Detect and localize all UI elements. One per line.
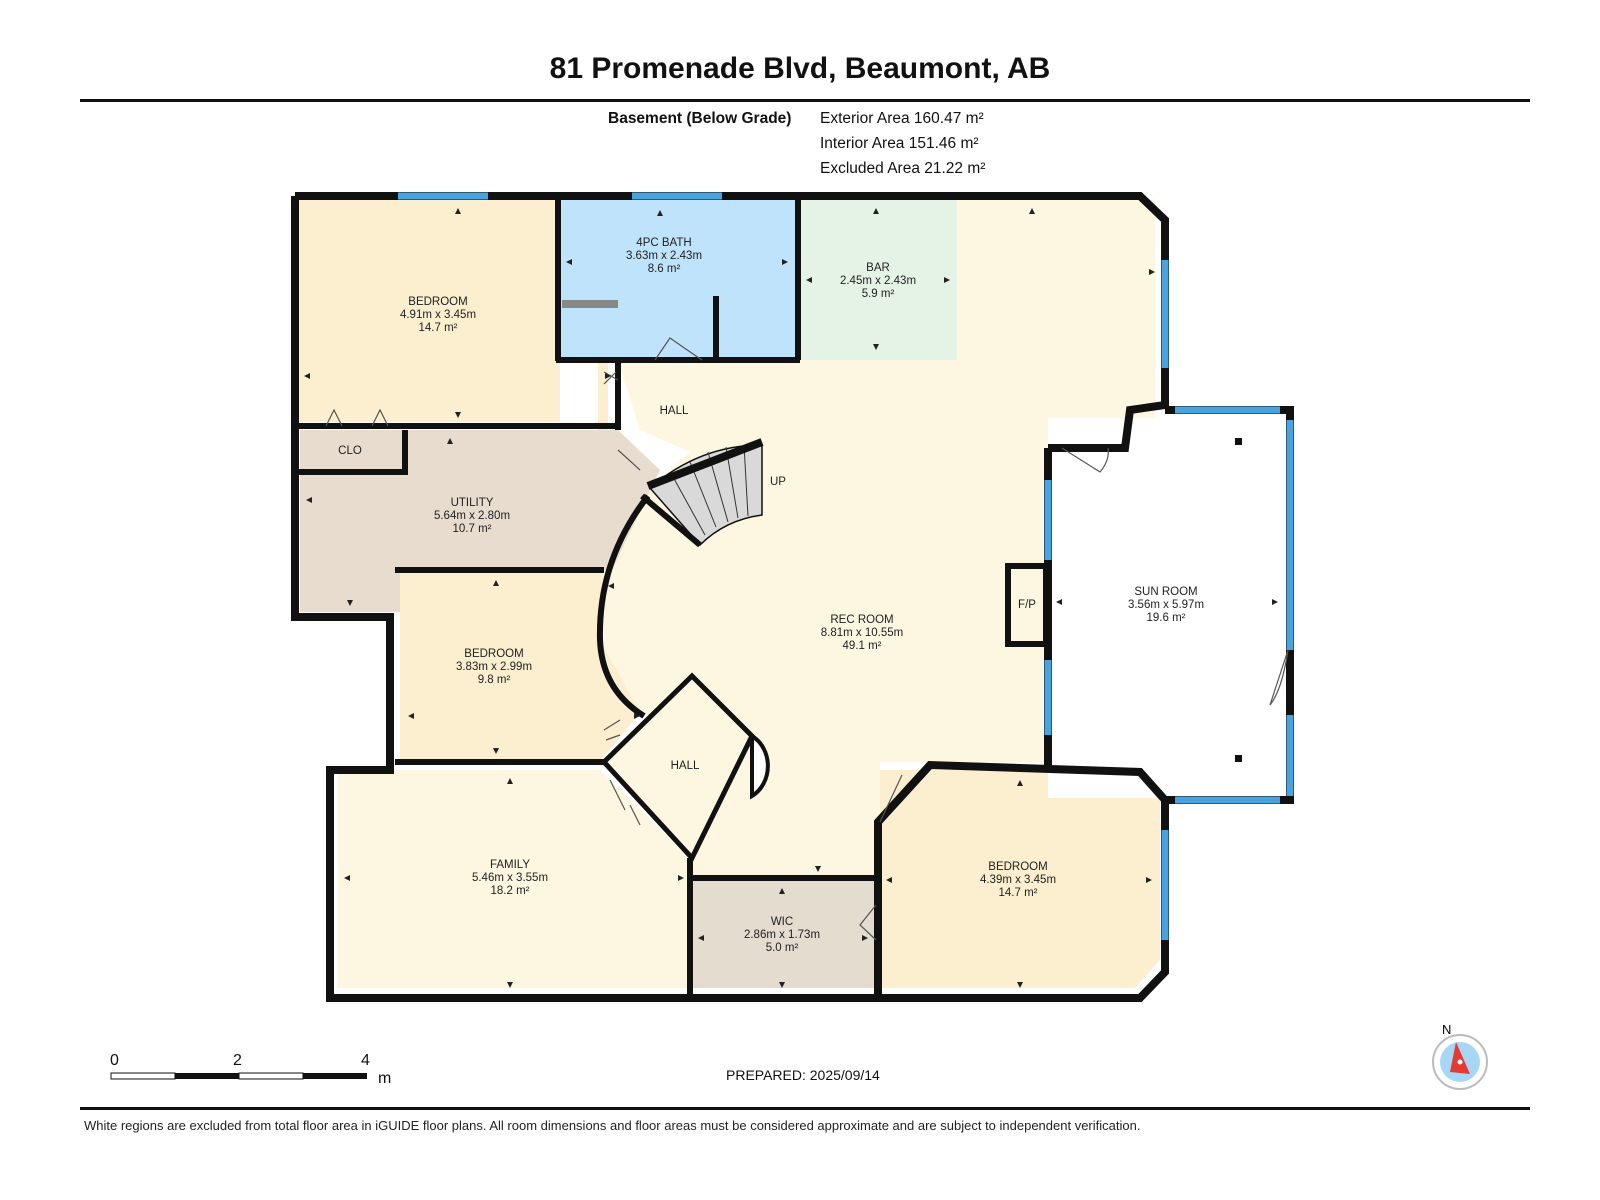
bar-name: BAR: [866, 262, 890, 274]
interior-area: Interior Area 151.46 m²: [820, 135, 979, 152]
wic-fill: [690, 880, 875, 988]
hall-niche: [750, 732, 770, 800]
footer-rule: [80, 1107, 1530, 1110]
bedroom-nw-fill: [298, 200, 560, 422]
plan-title: 81 Promenade Blvd, Beaumont, AB: [549, 52, 1051, 85]
utility-fill: [300, 430, 660, 612]
fireplace-label: F/P: [1018, 599, 1036, 611]
bedroom-se-fill: [880, 770, 1160, 988]
bar-dims: 2.45m x 2.43m: [840, 275, 916, 287]
excluded-area: Excluded Area 21.22 m²: [820, 160, 986, 177]
disclaimer-text: White regions are excluded from total fl…: [84, 1118, 1141, 1133]
windows: [398, 192, 1294, 940]
bedroom-se-name: BEDROOM: [988, 861, 1047, 873]
bedroom-w-dims: 3.83m x 2.99m: [456, 661, 532, 673]
sun-room-post: [1235, 438, 1242, 445]
scale-unit: m: [378, 1070, 392, 1087]
bedroom-w-fill: [400, 570, 640, 762]
bath-fill: [558, 200, 796, 360]
header-rule: [80, 99, 1530, 102]
bedroom-nw-notch: [598, 362, 608, 430]
scale-tick-0: 0: [110, 1052, 119, 1069]
scale-bar: [110, 1072, 367, 1080]
rec-room-name: REC ROOM: [830, 614, 893, 626]
hall-lower-label: HALL: [671, 760, 700, 772]
sun-room-dims: 3.56m x 5.97m: [1128, 599, 1204, 611]
interior-walls: [298, 199, 1049, 998]
sun-room-name: SUN ROOM: [1134, 586, 1197, 598]
scale-tick-2: 2: [233, 1052, 242, 1069]
bedroom-w-name: BEDROOM: [464, 648, 523, 660]
bath-name: 4PC BATH: [636, 237, 691, 249]
stair-rail: [646, 438, 764, 490]
wic-dims: 2.86m x 1.73m: [744, 929, 820, 941]
north-label: N: [1442, 1022, 1451, 1037]
wic-name: WIC: [771, 916, 793, 928]
utility-name: UTILITY: [451, 497, 494, 509]
wic-area: 5.0 m²: [766, 942, 799, 954]
stair-treads: [671, 444, 749, 536]
family-dims: 5.46m x 3.55m: [472, 872, 548, 884]
bedroom-se-area: 14.7 m²: [999, 887, 1038, 899]
family-fill: [338, 770, 690, 988]
stairs-up-label: UP: [770, 476, 786, 488]
prepared-date: PREPARED: 2025/09/14: [726, 1067, 880, 1083]
bar-fill: [800, 200, 957, 360]
bedroom-nw-dims: 4.91m x 3.45m: [400, 309, 476, 321]
hall-upper-label: HALL: [660, 405, 689, 417]
rec-room-area: 49.1 m²: [843, 640, 882, 652]
rec-room-fill: [598, 200, 1155, 878]
bedroom-se-dims: 4.39m x 3.45m: [980, 874, 1056, 886]
scale-tick-4: 4: [361, 1052, 370, 1069]
sun-room-area: 19.6 m²: [1147, 612, 1186, 624]
sun-room-fill: [1048, 418, 1286, 798]
family-area: 18.2 m²: [491, 885, 530, 897]
bar-area: 5.9 m²: [862, 288, 895, 300]
dimension-markers: [304, 208, 1278, 988]
bath-area: 8.6 m²: [648, 263, 681, 275]
bath-dims: 3.63m x 2.43m: [626, 250, 702, 262]
closet-label: CLO: [338, 445, 362, 457]
utility-dims: 5.64m x 2.80m: [434, 510, 510, 522]
family-name: FAMILY: [490, 859, 530, 871]
bath-shelf: [562, 300, 618, 308]
rec-room-dims: 8.81m x 10.55m: [821, 627, 903, 639]
level-label: Basement (Below Grade): [608, 110, 792, 127]
sun-room-post: [1235, 755, 1242, 762]
bedroom-nw-area: 14.7 m²: [419, 322, 458, 334]
bedroom-w-area: 9.8 m²: [478, 674, 511, 686]
bedroom-nw-name: BEDROOM: [408, 296, 467, 308]
north-compass-icon: N: [1432, 1022, 1488, 1090]
exterior-area: Exterior Area 160.47 m²: [820, 110, 984, 127]
utility-area: 10.7 m²: [453, 523, 492, 535]
